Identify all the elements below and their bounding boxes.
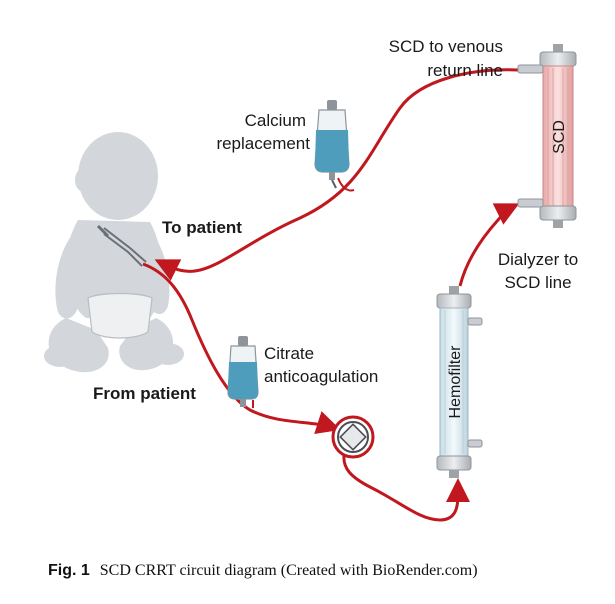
- hemofilter-device: [436, 286, 483, 478]
- patient-figure: [44, 132, 184, 373]
- label-calcium-line2: replacement: [216, 134, 310, 153]
- caption-text: SCD CRRT circuit diagram (Created with B…: [99, 562, 478, 579]
- label-scd-to-venous-line2: return line: [427, 61, 503, 80]
- calcium-line: [337, 177, 355, 192]
- citrate-bag-icon: [227, 336, 259, 407]
- blood-pump: [331, 415, 375, 459]
- label-calcium-line1: Calcium: [245, 111, 306, 130]
- label-citrate-line1: Citrate: [264, 344, 314, 363]
- label-scd-to-venous-line1: SCD to venous: [389, 37, 503, 56]
- label-dialyzer-line2: SCD line: [504, 273, 571, 292]
- catheter: [96, 224, 147, 267]
- label-scd-device: SCD: [551, 120, 568, 154]
- label-from-patient: From patient: [93, 384, 196, 403]
- diaper: [87, 292, 153, 339]
- arterial-line: [142, 262, 341, 434]
- label-to-patient: To patient: [162, 218, 242, 237]
- label-dialyzer-line1: Dialyzer to: [498, 250, 578, 269]
- caption-fig-number: Fig. 1: [48, 562, 90, 579]
- figure-caption: Fig. 1 SCD CRRT circuit diagram (Created…: [48, 562, 608, 586]
- label-citrate-line2: anticoagulation: [264, 367, 378, 386]
- venous-return-line: [154, 68, 519, 281]
- scd-device: [517, 44, 577, 228]
- label-hemofilter-device: Hemofilter: [447, 345, 464, 419]
- calcium-bag-icon: [314, 100, 350, 189]
- dialyzer-to-scd-line: [458, 203, 520, 287]
- pump-to-hemofilter-line: [342, 449, 471, 522]
